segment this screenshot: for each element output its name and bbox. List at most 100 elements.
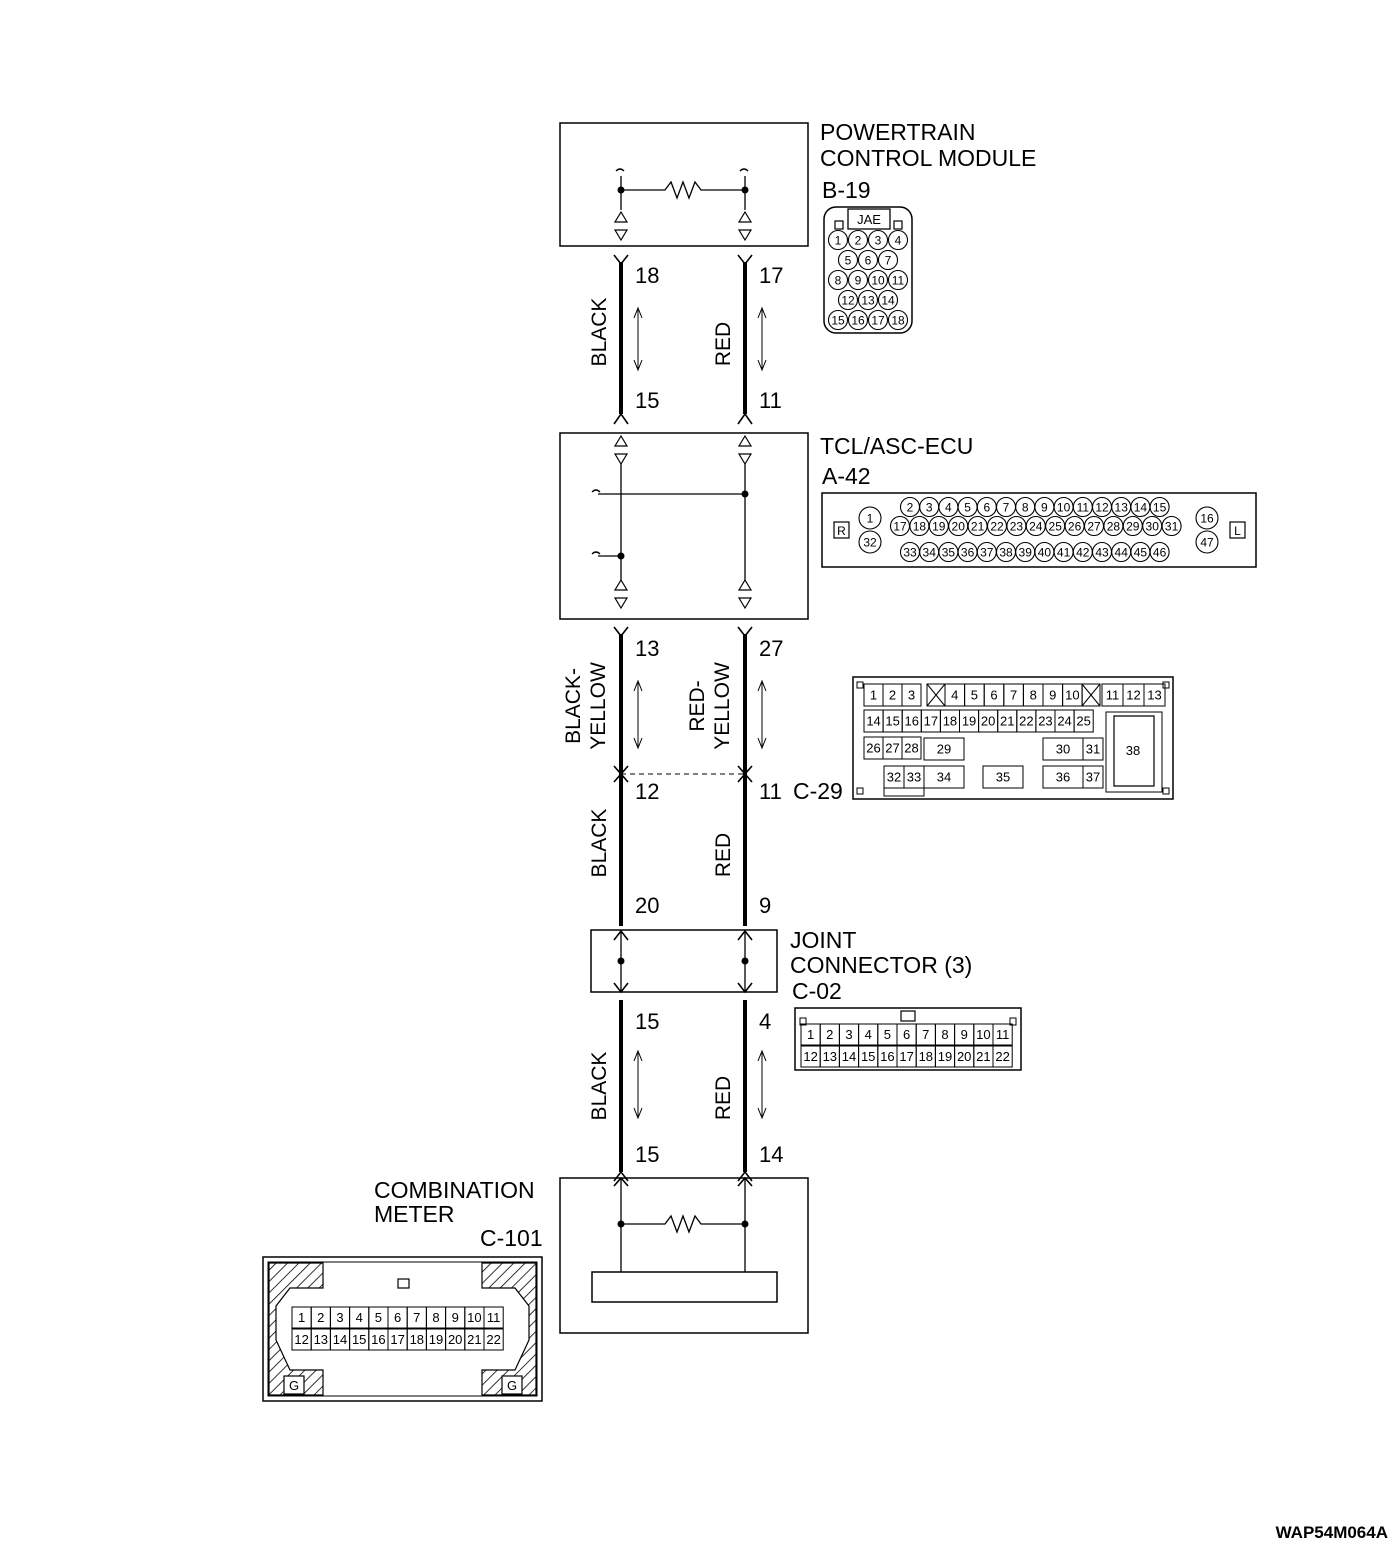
pin-label: 15 [1153,500,1167,514]
pin-label: 35 [942,545,956,559]
joint-title-line2: CONNECTOR (3) [790,952,972,978]
pin-label: 14 [333,1332,347,1347]
a42-right-mark: L [1234,524,1241,538]
pin-label: 13 [314,1332,328,1347]
pin-label: 24 [1057,714,1071,729]
pcm-module [559,122,809,247]
pin-circle [887,229,909,251]
pin-cell [901,736,922,760]
pin-label: 18 [891,313,905,327]
pin-label: 7 [413,1310,420,1325]
pin-label: 18 [943,714,957,729]
pin-circle [1149,496,1170,518]
pin-label: 2 [855,233,862,247]
pin-label: 28 [904,741,918,756]
pin-label: 15 [885,714,899,729]
pin-label: 10 [467,1310,481,1325]
pin-circle [877,289,899,311]
seg1-right-bottom-pin: 11 [759,388,782,413]
combination-meter-module [559,1176,809,1334]
pin-label: 8 [835,273,842,287]
pin-label: 17 [899,1049,913,1064]
b19-brand-label: JAE [857,212,881,227]
pin-label: 9 [961,1027,968,1042]
meter-title-line2: METER [374,1201,455,1227]
pin-label: 7 [922,1027,929,1042]
pin-label: 19 [429,1332,443,1347]
pin-circle [858,530,882,554]
pin-label: 29 [937,742,951,757]
seg4-signal-arrows [633,1049,767,1120]
seg4-right-wire-color: RED [712,1076,735,1120]
wire-seg3 [619,776,747,926]
seg2-left-wire-color-line1: BLACK- [562,668,585,744]
pin-circle [1149,541,1170,563]
seg2-right-top-pin: 27 [759,636,783,661]
pin-label: 1 [835,233,842,247]
joint-connector-id: C-02 [792,978,842,1004]
pin-label: 20 [448,1332,462,1347]
pin-label: 16 [1200,511,1214,525]
seg2-right-wire-color-line2: YELLOW [711,662,734,750]
seg3-right-wire-color: RED [712,833,735,877]
pin-label: 19 [938,1049,952,1064]
pin-label: 10 [1065,688,1079,703]
pin-label: 32 [863,535,877,549]
c101-right-mark: G [507,1378,517,1393]
pin-label: 3 [926,500,933,514]
pin-label: 12 [803,1049,817,1064]
pin-label: 11 [487,1310,501,1325]
pin-label: 21 [976,1049,990,1064]
pin-label: 6 [903,1027,910,1042]
pin-circle [857,289,879,311]
pin-label: 23 [1038,714,1052,729]
seg4-right-bottom-pin: 14 [759,1142,783,1167]
pin-label: 29 [1126,519,1140,533]
pin-label: 19 [962,714,976,729]
pin-label: 16 [880,1049,894,1064]
pin-cell [923,765,965,789]
pin-label: 12 [1126,688,1140,703]
pin-label: 14 [842,1049,856,1064]
pin-cell [1073,709,1094,733]
pin-circle [887,309,909,331]
pin-label: 8 [1022,500,1029,514]
pin-label: 3 [845,1027,852,1042]
pin-label: 19 [932,519,946,533]
joint-title-line1: JOINT [790,927,856,953]
pin-circle [867,309,889,331]
pin-cell [1082,765,1104,789]
seg2-right-bottom-pin: 11 [759,779,782,804]
pin-label: 2 [907,500,914,514]
pin-label: 9 [855,273,862,287]
pin-label: 36 [961,545,975,559]
pin-label: 16 [905,714,919,729]
seg3-right-bottom-pin: 9 [759,893,771,918]
pin-label: 12 [1095,500,1109,514]
pin-label: 23 [1010,519,1024,533]
pin-label: 33 [907,770,921,785]
pin-label: 15 [831,313,845,327]
pin-label: 34 [937,770,951,785]
pin-circle [837,289,859,311]
pin-label: 25 [1076,714,1090,729]
pin-label: 11 [892,273,905,287]
seg2-signal-arrows [633,679,767,750]
meter-title-line1: COMBINATION [374,1177,535,1203]
pin-label: 41 [1057,545,1071,559]
pin-label: 18 [410,1332,424,1347]
pin-label: 1 [867,511,874,525]
seg4-left-wire-color: BLACK [588,1052,611,1121]
pin-label: 2 [889,688,896,703]
pin-label: 32 [887,770,901,785]
pin-label: 15 [352,1332,366,1347]
pin-label: 22 [486,1332,500,1347]
pin-label: 5 [971,688,978,703]
pin-label: 21 [1000,714,1014,729]
pcm-connector-id: B-19 [822,177,871,203]
